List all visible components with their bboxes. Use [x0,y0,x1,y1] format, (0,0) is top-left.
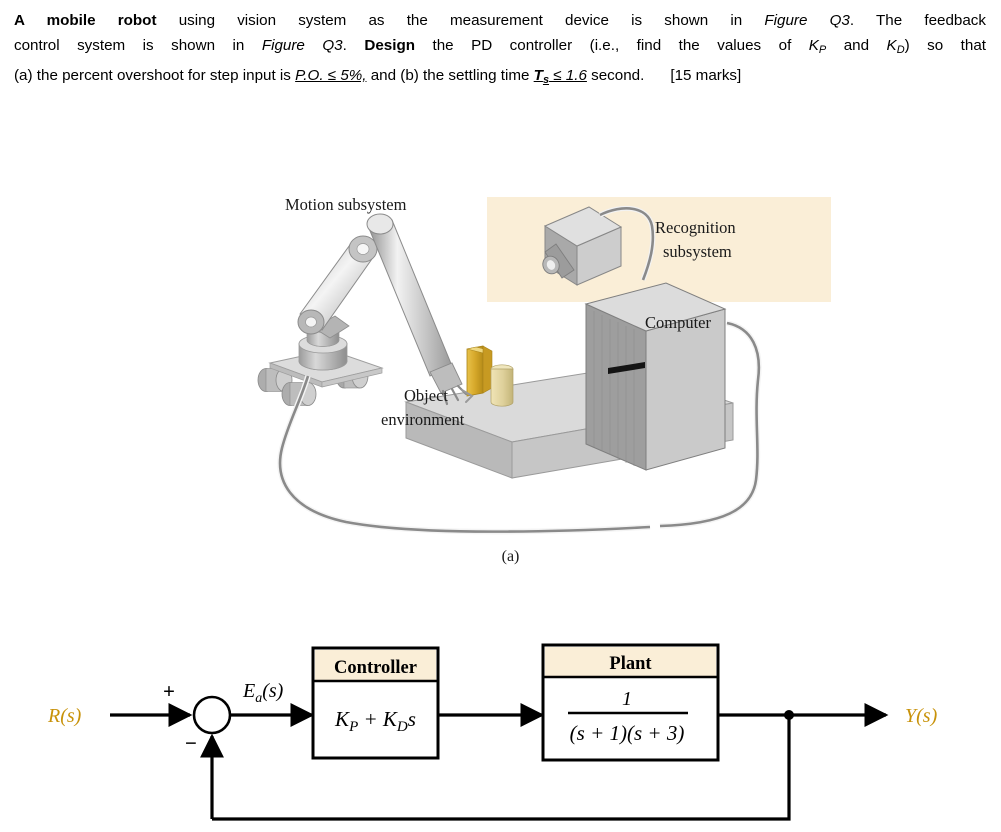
question-line1-rest-a: using vision system as the measurement d… [178,12,765,29]
robot-gripper [429,362,474,406]
question-bold-lead: A mobile robot [14,12,157,29]
label-computer: Computer [645,313,711,332]
figure-a-caption-text: (a) [501,548,520,565]
plant-numerator: 1 [622,688,632,710]
question-line3-b: and (b) the settling time [366,66,534,84]
question-line2-a: control system is shown in [14,37,262,54]
label-recognition-subsystem-line1: Recognition [655,218,736,237]
computer-vents [593,311,635,466]
controller-header-label: Controller [334,658,417,678]
label-motion-subsystem: Motion subsystem [285,195,407,214]
plant-header-label: Plant [609,654,652,674]
symbol-kd-subscript: D [896,43,905,56]
label-object-line1: Object [404,386,448,405]
spec-settling-time: ≤ 1.6 [549,66,587,84]
question-bold-design: Design [364,37,415,54]
camera-lens [542,243,575,279]
output-signal-label: Y(s) [905,705,938,727]
input-signal-label: R(s) [47,705,82,727]
plant-denominator: (s + 1)(s + 3) [570,721,685,745]
question-line-1: A mobile robot using vision system as th… [14,8,986,33]
question-line-2: control system is shown in Figure Q3. De… [14,33,986,63]
camera-cable [598,205,656,281]
gold-box-object [466,345,493,397]
robot-arm [297,213,474,406]
error-label-tail: (s) [262,680,283,702]
question-line1-rest-b: . The feedback [849,12,986,29]
error-label-main: E [242,680,255,702]
computer-to-ground-cable [659,320,762,529]
label-recognition-subsystem-line2: subsystem [663,242,732,261]
plant-block: Plant 1 (s + 1)(s + 3) [541,643,720,762]
figure-a-robot-illustration: Motion subsystem Recognition subsystem C… [0,180,1001,580]
controller-transfer-function: KP + KDs [334,707,416,735]
question-line3-a: (a) the percent overshoot for step input… [14,66,296,84]
sum-plus-sign: + [163,679,175,703]
computer-drive-slot [608,362,645,374]
controller-block: Controller KP + KDs [311,646,440,760]
robot-base-cable [277,375,651,535]
figure-a-caption: (a) [0,548,1001,566]
feedback-control-block-diagram: R(s) + − Ea(s) Controller KP + KDs Plant… [0,620,1001,832]
question-line2-c: the PD controller (i.e., find the values… [415,37,809,54]
question-line2-e: ) so that [904,37,987,54]
symbol-ts: T [533,66,543,84]
plant-header-bar [545,647,716,677]
question-line-3: (a) the percent overshoot for step input… [14,63,986,93]
controller-header-bar [315,650,436,681]
symbol-kp-subscript: P [818,43,827,56]
question-line3-c: second. [586,66,645,84]
symbol-ts-subscript: s [542,73,550,86]
arm-link-lower [297,235,378,335]
question-line2-d: and [826,37,887,54]
question-line2-b: . [342,37,365,54]
computer-tower [584,282,727,471]
gold-cylinder-object [490,364,514,407]
question-figure-ref-2: Figure Q3 [261,37,343,54]
question-figure-ref-1: Figure Q3 [764,12,850,29]
arm-link-upper [366,213,453,377]
marks-label: [15 marks] [670,66,742,84]
robot-turret [298,319,348,371]
mobile-robot-base [257,319,384,406]
symbol-kd: K [886,37,897,54]
summing-junction [192,695,232,735]
error-label-sub: a [255,691,262,706]
svg-text:Ea(s): Ea(s) [242,680,284,706]
label-object-line2: environment [381,410,465,429]
wire-feedback-path [212,715,791,821]
question-text-block: A mobile robot using vision system as th… [14,8,986,93]
symbol-kp: K [808,37,819,54]
spec-percent-overshoot: P.O. ≤ 5%, [295,66,367,84]
sum-minus-sign: − [185,731,197,755]
error-signal-label: Ea(s) [242,680,284,706]
